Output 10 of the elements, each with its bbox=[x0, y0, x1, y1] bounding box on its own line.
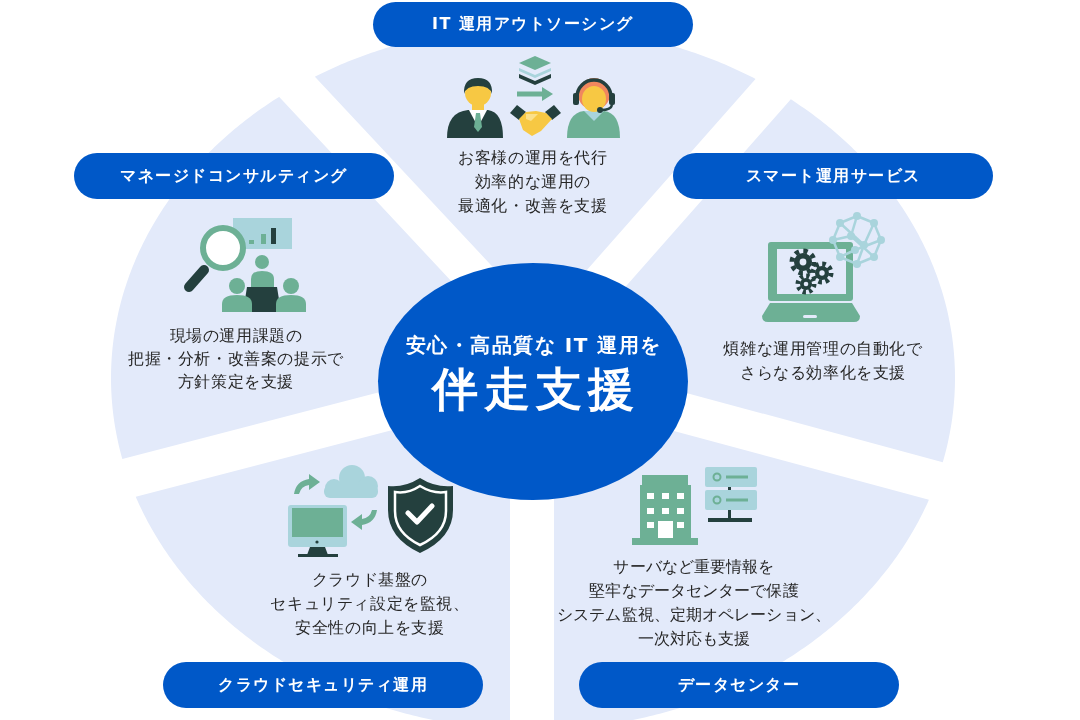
heading-pill: IT 運用アウトソーシング bbox=[373, 2, 693, 47]
description-text: お客様の運用を代行効率的な運用の最適化・改善を支援 bbox=[458, 148, 608, 217]
description-text: 現場の運用課題の把握・分析・改善案の提示で方針策定を支援 bbox=[128, 326, 344, 393]
heading-pill: マネージドコンサルティング bbox=[74, 153, 394, 199]
headline-text: 伴走支援 bbox=[432, 362, 640, 418]
description-text: 煩雑な運用管理の自動化でさらなる効率化を支援 bbox=[723, 339, 923, 384]
description-text: クラウド基盤のセキュリティ設定を監視、安全性の向上を支援 bbox=[270, 570, 470, 639]
tagline-text: 安心・高品質な IT 運用を bbox=[405, 333, 662, 357]
description-text: サーバなど重要情報を堅牢なデータセンターで保護システム監視、定期オペレーション、一次対応も支援 bbox=[557, 557, 831, 650]
heading-pill: スマート運用サービス bbox=[673, 153, 993, 199]
